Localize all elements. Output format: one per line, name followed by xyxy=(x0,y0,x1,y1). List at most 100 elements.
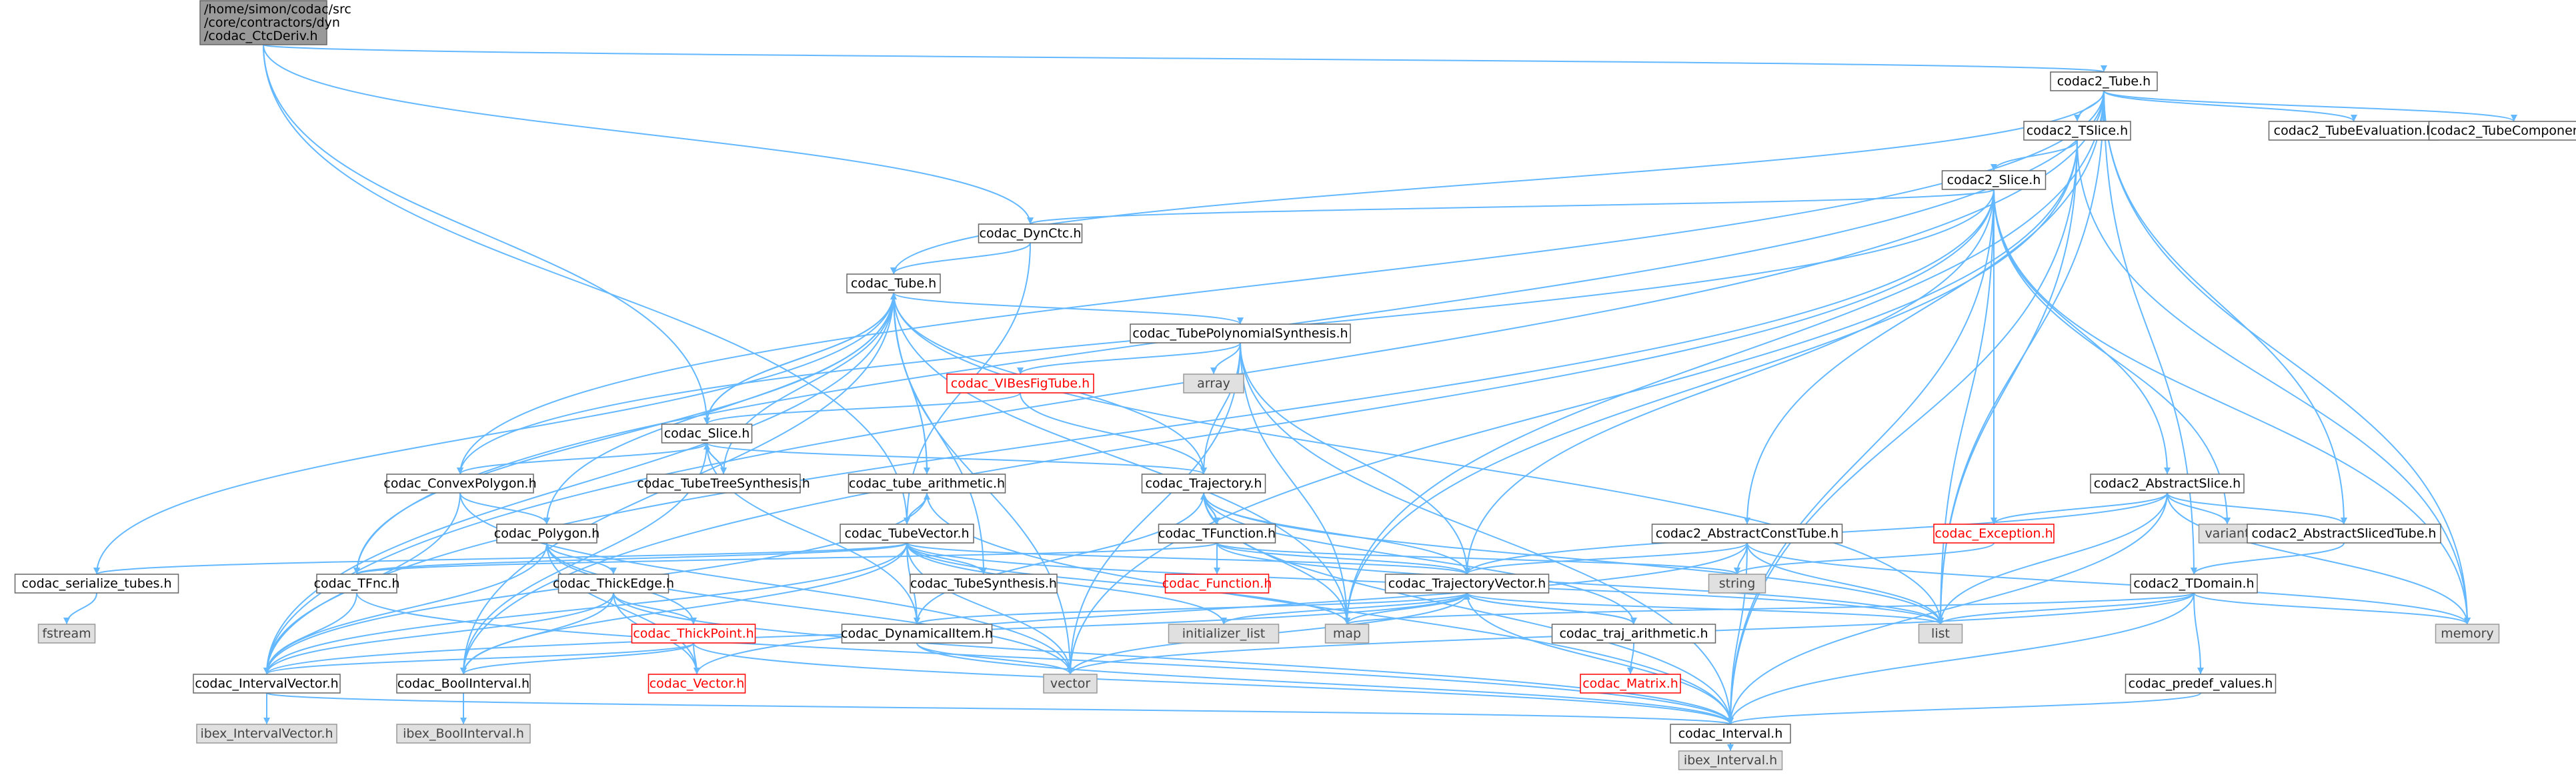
node-polygon[interactable]: codac_Polygon.h xyxy=(494,524,599,544)
edge-arrowhead xyxy=(2341,518,2347,524)
node-label: array xyxy=(1197,376,1230,391)
edge-exception-to-string xyxy=(1736,542,1995,575)
graph-nodes: /home/simon/codac/src/core/contractors/d… xyxy=(14,0,2576,770)
node-tfnc[interactable]: codac_TFnc.h xyxy=(314,574,400,594)
edge-c2slice-to-trajvector xyxy=(1466,189,1995,575)
node-box xyxy=(631,624,756,644)
edge-predef-to-interval xyxy=(1730,692,2201,725)
edge-tube-to-tubetree xyxy=(723,292,894,475)
node-label: codac_Function.h xyxy=(1162,576,1272,591)
node-label: codac_TubeTreeSynthesis.h xyxy=(637,476,810,491)
edge-tfnc-to-interval xyxy=(356,592,1731,725)
node-c2tdomain[interactable]: codac2_TDomain.h xyxy=(2130,574,2258,594)
node-label: codac2_TubeComponent.h xyxy=(2431,123,2576,138)
edge-tubevector-to-boolinterval xyxy=(463,542,908,675)
node-convex[interactable]: codac_ConvexPolygon.h xyxy=(383,474,537,494)
node-box xyxy=(396,724,531,744)
node-c2tslice[interactable]: codac2_TSlice.h xyxy=(2023,121,2131,141)
node-predef[interactable]: codac_predef_values.h xyxy=(2125,674,2277,694)
edge-c2absconst-to-vectorh xyxy=(696,542,1748,675)
node-interval[interactable]: codac_Interval.h xyxy=(1670,724,1791,744)
edge-c2tdomain-to-memory xyxy=(2193,592,2468,625)
node-label: codac2_Slice.h xyxy=(1947,173,2041,187)
edge-c2slice-to-interval xyxy=(1730,189,1995,725)
edge-tubepoly-to-array xyxy=(1213,342,1241,375)
node-root[interactable]: /home/simon/codac/src/core/contractors/d… xyxy=(199,0,351,45)
node-map: map xyxy=(1324,624,1370,644)
node-c2slice[interactable]: codac2_Slice.h xyxy=(1941,170,2047,190)
edge-arrowhead xyxy=(263,668,270,674)
node-vectorh[interactable]: codac_Vector.h xyxy=(648,674,746,694)
node-boolinterval[interactable]: codac_BoolInterval.h xyxy=(396,674,531,694)
node-label: codac_TrajectoryVector.h xyxy=(1388,576,1546,591)
node-dynitem[interactable]: codac_DynamicalItem.h xyxy=(841,624,993,644)
edge-tubevector-to-tubearith xyxy=(906,492,928,525)
edge-tube-to-list xyxy=(893,292,1941,625)
node-label: codac_Matrix.h xyxy=(1582,676,1678,691)
edge-c2tslice-to-interval xyxy=(1730,139,2078,725)
node-trajvector[interactable]: codac_TrajectoryVector.h xyxy=(1384,574,1550,594)
node-tubepoly[interactable]: codac_TubePolynomialSynthesis.h xyxy=(1130,323,1351,343)
node-c2tube[interactable]: codac2_Tube.h xyxy=(2050,71,2158,91)
node-c2tubeeval[interactable]: codac2_TubeEvaluation.h xyxy=(2268,121,2440,141)
node-function[interactable]: codac_Function.h xyxy=(1162,574,1272,594)
node-tube[interactable]: codac_Tube.h xyxy=(846,273,941,293)
node-label: codac_IntervalVector.h xyxy=(195,676,338,691)
node-tubevector[interactable]: codac_TubeVector.h xyxy=(840,524,974,544)
node-tfunction[interactable]: codac_TFunction.h xyxy=(1158,524,1276,544)
node-traj[interactable]: codac_Trajectory.h xyxy=(1141,474,1266,494)
node-box xyxy=(1141,474,1266,494)
node-box xyxy=(661,424,753,444)
edge-arrowhead xyxy=(1237,317,1244,324)
edge-thickpoint-to-interval xyxy=(693,642,1731,725)
node-box xyxy=(2268,121,2440,141)
node-thickpoint[interactable]: codac_ThickPoint.h xyxy=(631,624,756,644)
node-trajarith[interactable]: codac_traj_arithmetic.h xyxy=(1551,624,1716,644)
edge-serialize-to-fstream xyxy=(66,592,97,625)
edge-c2absconst-to-memory xyxy=(1746,542,2468,625)
node-slice[interactable]: codac_Slice.h xyxy=(661,424,753,444)
edge-arrowhead xyxy=(914,618,920,624)
edge-tube-to-tfnc xyxy=(356,292,894,575)
edge-tubevector-to-initlist xyxy=(906,542,1224,625)
edge-arrowhead xyxy=(63,618,70,624)
edge-arrowhead xyxy=(1210,367,1217,374)
node-exception[interactable]: codac_Exception.h xyxy=(1933,524,2055,544)
node-label: codac2_Tube.h xyxy=(2057,74,2151,89)
node-list: list xyxy=(1918,624,1963,644)
node-vibes[interactable]: codac_VIBesFigTube.h xyxy=(946,373,1094,394)
node-label: ibex_IntervalVector.h xyxy=(200,726,333,741)
edge-thickedge-to-intvector xyxy=(266,592,614,675)
node-label: codac2_AbstractSlicedTube.h xyxy=(2252,526,2437,541)
edge-tubevector-to-map xyxy=(906,542,1348,625)
edge-tfnc-to-intvector xyxy=(266,592,357,675)
edge-c2tdomain-to-list xyxy=(1940,592,2195,625)
edge-dynctc-to-tube xyxy=(893,242,1031,275)
node-serialize[interactable]: codac_serialize_tubes.h xyxy=(14,574,179,594)
node-box xyxy=(1670,724,1791,744)
edge-c2tslice-to-memory xyxy=(2077,139,2468,625)
node-box xyxy=(1580,674,1681,694)
node-dynctc[interactable]: codac_DynCtc.h xyxy=(978,223,1083,243)
node-tubesynth[interactable]: codac_TubeSynthesis.h xyxy=(910,574,1058,594)
edge-tfunction-to-string xyxy=(1216,542,1738,575)
node-matrix[interactable]: codac_Matrix.h xyxy=(1580,674,1681,694)
edge-polygon-to-intvector xyxy=(266,542,547,675)
node-label: codac_TubeVector.h xyxy=(844,526,969,541)
node-box xyxy=(840,524,974,544)
node-label: string xyxy=(1719,576,1756,591)
node-c2absslice[interactable]: codac2_AbstractSlice.h xyxy=(2090,474,2245,494)
node-tubearith[interactable]: codac_tube_arithmetic.h xyxy=(848,474,1006,494)
edge-c2tube-to-c2tdomain xyxy=(2103,90,2195,575)
node-tubetree[interactable]: codac_TubeTreeSynthesis.h xyxy=(637,474,810,494)
node-intvector[interactable]: codac_IntervalVector.h xyxy=(193,674,341,694)
node-c2abssliced[interactable]: codac2_AbstractSlicedTube.h xyxy=(2247,524,2441,544)
edge-tubepoly-to-vibes xyxy=(1020,342,1241,375)
node-thickedge[interactable]: codac_ThickEdge.h xyxy=(553,574,674,594)
node-c2tubecomp[interactable]: codac2_TubeComponent.h xyxy=(2428,121,2576,141)
node-c2absconst[interactable]: codac2_AbstractConstTube.h xyxy=(1651,524,1843,544)
edge-arrowhead xyxy=(1727,744,1734,751)
graph-edges xyxy=(63,44,2517,751)
node-label: codac_ThickPoint.h xyxy=(633,626,754,641)
edge-arrowhead xyxy=(543,518,550,524)
